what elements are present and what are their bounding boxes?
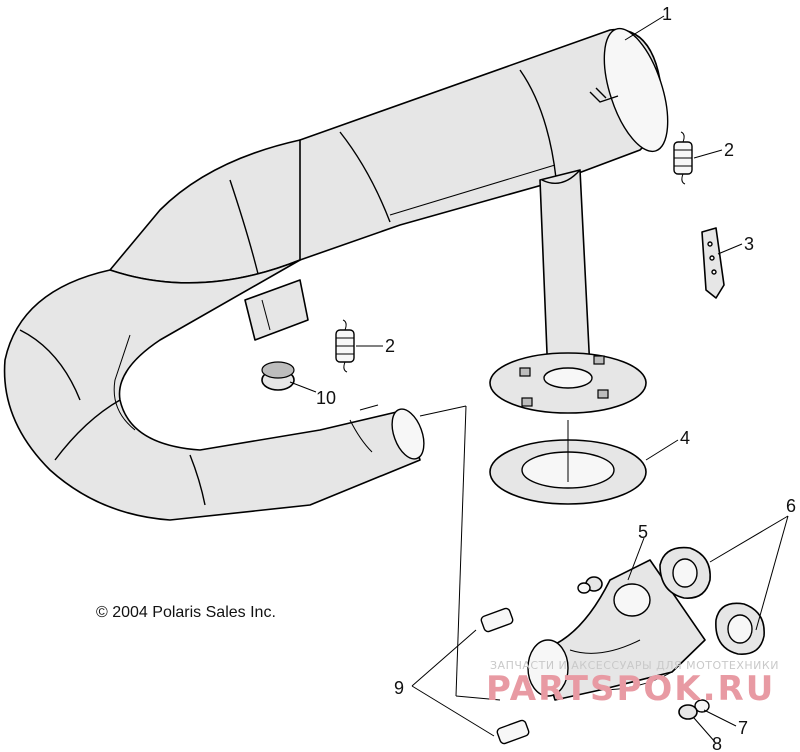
copyright-notice: © 2004 Polaris Sales Inc. xyxy=(96,604,276,621)
callout-2-upper: 2 xyxy=(724,140,734,160)
spring-lower-left xyxy=(480,607,514,633)
bracket xyxy=(701,227,725,299)
exhaust-manifold xyxy=(527,559,706,701)
flange-gasket-lower xyxy=(715,602,765,655)
watermark-brand: PARTSPOK.RU xyxy=(486,669,775,709)
callout-4: 4 xyxy=(680,428,690,448)
callout-6: 6 xyxy=(786,496,796,516)
washer xyxy=(694,699,710,713)
bushing xyxy=(261,361,295,391)
manifold-nut-upper xyxy=(577,576,603,594)
watermark-tagline: ЗАПЧАСТИ И АКСЕССУАРЫ ДЛЯ МОТОТЕХНИКИ xyxy=(490,659,779,672)
callout-8: 8 xyxy=(712,734,722,752)
callout-2-lower: 2 xyxy=(385,336,395,356)
gasket xyxy=(489,420,647,505)
callout-7: 7 xyxy=(738,718,748,738)
leader-lines xyxy=(289,15,789,743)
spring-lower xyxy=(335,319,355,373)
muffler-assembly xyxy=(3,27,669,521)
nut xyxy=(678,704,698,720)
callout-1: 1 xyxy=(662,4,672,24)
flange-gasket-upper xyxy=(659,546,711,599)
callout-9: 9 xyxy=(394,678,404,698)
spring-lower-bottom xyxy=(496,719,530,745)
callout-3: 3 xyxy=(744,234,754,254)
callout-5: 5 xyxy=(638,522,648,542)
spring-upper xyxy=(673,131,693,185)
callout-10: 10 xyxy=(316,388,336,408)
muffler-mount-plate xyxy=(489,352,647,414)
